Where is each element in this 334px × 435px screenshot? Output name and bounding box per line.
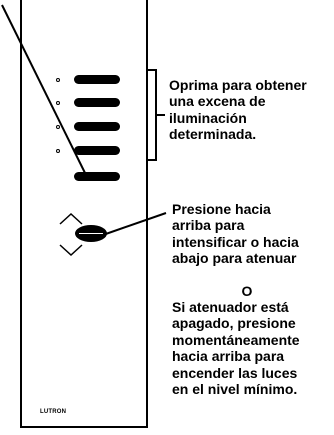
scene-4-button[interactable] bbox=[74, 146, 120, 155]
rocker-pointer-line bbox=[99, 212, 167, 237]
off-state-callout-line: en el nivel mínimo. bbox=[172, 381, 298, 398]
scene-bracket bbox=[148, 69, 157, 161]
callout-separator: O bbox=[241, 283, 253, 299]
raise-lower-callout-text: Presione hacia arriba para intensificar … bbox=[172, 201, 299, 267]
raise-lower-rocker[interactable] bbox=[75, 225, 107, 242]
off-button[interactable] bbox=[74, 172, 120, 181]
scene-3-led-indicator bbox=[56, 125, 60, 129]
scene-2-led-indicator bbox=[56, 101, 60, 105]
raise-arrow-icon bbox=[59, 212, 83, 225]
scene-callout-line: determinada. bbox=[169, 126, 257, 143]
scene-callout-line: iluminación bbox=[169, 109, 247, 126]
scene-2-button[interactable] bbox=[74, 98, 120, 107]
scene-callout-line: Oprima para obtener bbox=[169, 77, 307, 93]
dimmer-faceplate: LUTRON bbox=[20, 0, 148, 428]
raise-lower-callout-line: intensificar o hacia bbox=[172, 233, 299, 250]
raise-lower-callout-line: Presione hacia bbox=[172, 201, 271, 217]
raise-lower-callout-line: abajo para atenuar bbox=[172, 250, 297, 267]
off-state-callout-line: momentáneamente bbox=[172, 331, 300, 348]
brand-logo: LUTRON bbox=[40, 409, 67, 415]
off-state-callout-line: encender las luces bbox=[172, 364, 298, 381]
off-state-callout-line: Si atenuador está bbox=[172, 299, 289, 315]
scene-callout-line: una excena de bbox=[169, 93, 266, 110]
raise-lower-callout-line: arriba para bbox=[172, 217, 245, 234]
lower-arrow-icon bbox=[59, 244, 83, 257]
scene-1-led-indicator bbox=[56, 78, 60, 82]
scene-1-button[interactable] bbox=[74, 75, 120, 84]
scene-4-led-indicator bbox=[56, 149, 60, 153]
scene-callout-text: Oprima para obtener una excena de ilumin… bbox=[169, 77, 307, 143]
off-state-callout-text: Si atenuador está apagado, presione mome… bbox=[172, 299, 300, 397]
off-button-pointer-line bbox=[1, 4, 88, 178]
scene-3-button[interactable] bbox=[74, 122, 120, 131]
off-state-callout-line: apagado, presione bbox=[172, 315, 296, 332]
off-state-callout-line: hacia arriba para bbox=[172, 348, 285, 365]
